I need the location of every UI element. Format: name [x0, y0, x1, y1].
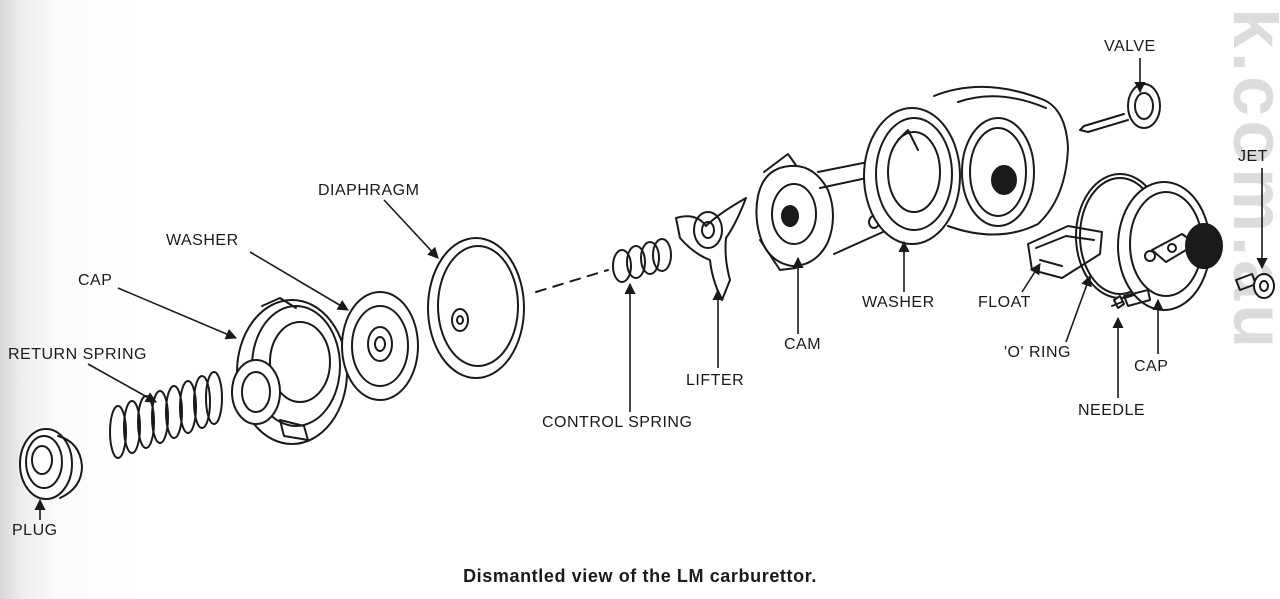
label-needle: NEEDLE — [1078, 402, 1146, 419]
label-lifter: LIFTER — [686, 372, 745, 389]
valve-part — [1079, 83, 1161, 133]
leader-cap-left — [117, 287, 238, 340]
figure-caption: Dismantled view of the LM carburettor. — [463, 566, 817, 586]
body-washer-right-part — [863, 85, 1069, 245]
leader-float — [1021, 263, 1041, 293]
label-washer-right: WASHER — [862, 294, 935, 311]
label-o-ring: 'O' RING — [1004, 344, 1071, 361]
label-return-spring: RETURN SPRING — [8, 346, 147, 363]
leader-o-ring — [1065, 274, 1092, 343]
axis-line — [535, 269, 609, 293]
label-cam: CAM — [784, 336, 822, 353]
return-spring-part — [109, 371, 223, 459]
label-cap-left: CAP — [78, 272, 113, 289]
label-washer-left: WASHER — [166, 232, 239, 249]
label-float: FLOAT — [978, 294, 1031, 311]
label-jet: JET — [1238, 148, 1268, 165]
cap-right-part — [1117, 181, 1223, 311]
float-part — [1027, 225, 1103, 279]
label-plug: PLUG — [12, 522, 58, 539]
washer-left-part — [341, 291, 419, 401]
control-spring-part — [612, 238, 672, 283]
needle-part — [1111, 295, 1125, 309]
jet-part — [1235, 273, 1275, 299]
label-diaphragm: DIAPHRAGM — [318, 182, 420, 199]
plug-part — [19, 428, 83, 500]
label-cap-right: CAP — [1134, 358, 1169, 375]
leader-return-spring — [87, 363, 157, 403]
leader-washer-left — [249, 251, 349, 311]
lifter-part — [675, 197, 747, 301]
diaphragm-part — [427, 237, 525, 379]
leader-lines — [34, 58, 1268, 520]
leader-diaphragm — [383, 199, 439, 259]
label-control-spring: CONTROL SPRING — [542, 414, 693, 431]
label-valve: VALVE — [1104, 38, 1156, 55]
cap-left-part — [231, 297, 348, 445]
